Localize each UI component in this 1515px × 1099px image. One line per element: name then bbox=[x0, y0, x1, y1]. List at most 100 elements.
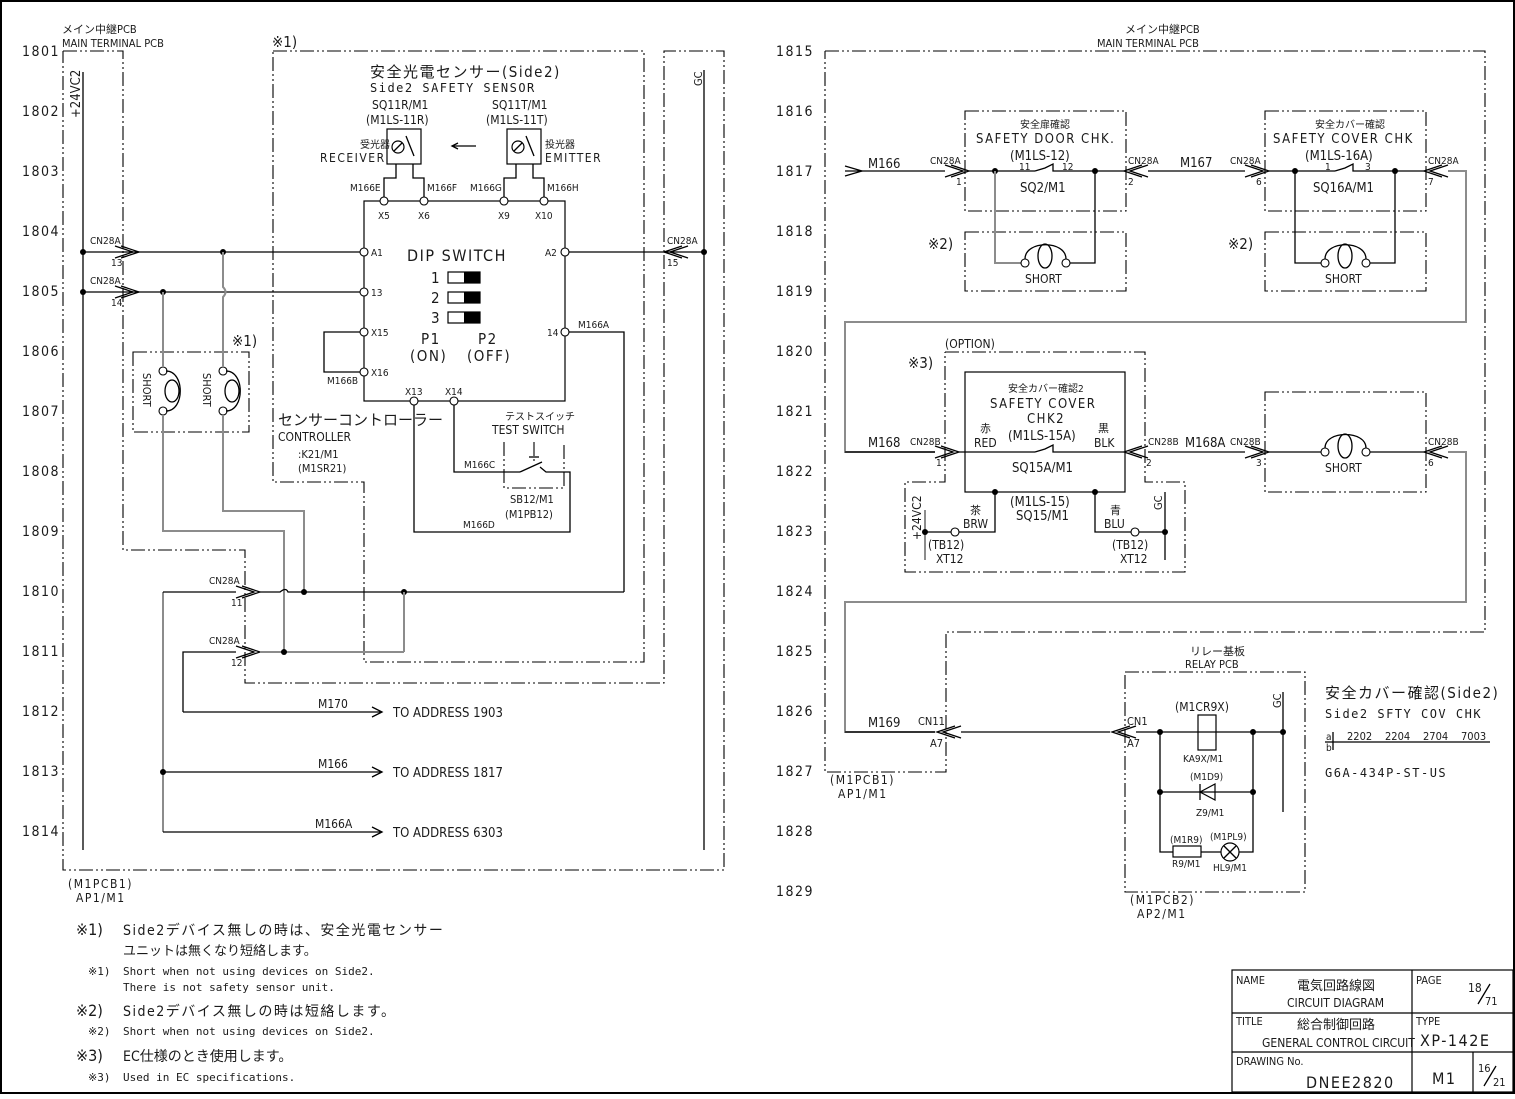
title-jp: 総合制御回路 bbox=[1297, 1017, 1375, 1033]
address-label: 1818 bbox=[776, 224, 814, 240]
svg-text:M166: M166 bbox=[318, 757, 348, 771]
safety-door-title-en: SAFETY DOOR CHK. bbox=[976, 132, 1115, 147]
main-pcb-label-jp: メイン中継PCB bbox=[62, 22, 137, 36]
svg-text:a: a bbox=[1326, 732, 1332, 743]
emitter-id: SQ11T/M1 bbox=[492, 98, 548, 112]
wire-color-blu: BLU bbox=[1104, 517, 1125, 531]
lamp-part: (M1PL9) bbox=[1210, 832, 1247, 843]
dip-p2-state: (OFF) bbox=[467, 347, 511, 365]
term-x6: X6 bbox=[418, 211, 430, 222]
wire-m166c: M166C bbox=[464, 460, 495, 471]
name-en: CIRCUIT DIAGRAM bbox=[1287, 996, 1384, 1010]
svg-text:CN28A: CN28A bbox=[930, 156, 961, 167]
contact-table: 安全カバー確認(Side2) Side2 SFTY COV CHK a b 22… bbox=[1325, 684, 1498, 780]
note3-en-text: Used in EC specifications. bbox=[123, 1071, 295, 1084]
safety-cover-box bbox=[1264, 110, 1427, 212]
contact-a-2204: 2204 bbox=[1385, 730, 1410, 743]
svg-text:A7: A7 bbox=[1127, 737, 1140, 750]
receiver-label-jp: 受光器 bbox=[360, 138, 390, 151]
svg-text:1: 1 bbox=[956, 177, 962, 188]
address-label: 1815 bbox=[776, 44, 814, 60]
safety-cover-contact bbox=[1334, 162, 1424, 172]
right-main-pcb-jp: メイン中継PCB bbox=[1125, 22, 1200, 36]
address-label: 1816 bbox=[776, 104, 814, 120]
right-main-pcb-boundary bbox=[824, 50, 1486, 773]
note1-jp-mark: ※1) bbox=[76, 920, 103, 939]
svg-text:黒: 黒 bbox=[1098, 422, 1109, 435]
note2-jp-mark: ※2) bbox=[76, 1001, 103, 1020]
svg-text:CN11: CN11 bbox=[918, 715, 945, 728]
term-x14: X14 bbox=[445, 387, 463, 398]
dip-p1-state: (ON) bbox=[410, 347, 447, 365]
emitter-label-en: EMITTER bbox=[545, 151, 602, 165]
svg-text:CN28A: CN28A bbox=[1230, 156, 1261, 167]
address-label: 1826 bbox=[776, 704, 814, 720]
connector-cn28b-3: CN28B 3 bbox=[1230, 437, 1272, 469]
svg-text:6: 6 bbox=[1428, 458, 1434, 469]
title-label: TITLE bbox=[1235, 1015, 1263, 1028]
address-label: 1804 bbox=[22, 224, 60, 240]
note1-marker: ※1) bbox=[272, 33, 297, 51]
svg-text:赤: 赤 bbox=[980, 422, 991, 435]
safety-cover2-part-a: (M1LS-15A) bbox=[1008, 429, 1076, 444]
safety-cover2-id-b: SQ15/M1 bbox=[1016, 509, 1069, 524]
door-short-jumper: SHORT bbox=[1020, 243, 1071, 286]
address-label: 1829 bbox=[776, 884, 814, 900]
address-label: 1810 bbox=[22, 584, 60, 600]
safety-door-pin-a: 11 bbox=[1019, 162, 1030, 173]
note2-en-text: Short when not using devices on Side2. bbox=[123, 1025, 375, 1038]
name-jp: 電気回路線図 bbox=[1297, 978, 1375, 994]
door-short-box bbox=[964, 231, 1127, 292]
short-box-marker: ※1) bbox=[232, 332, 257, 350]
svg-text:SHORT: SHORT bbox=[1325, 461, 1362, 475]
type-value: XP-142E bbox=[1420, 1031, 1490, 1050]
safety-cover-part: (M1LS-16A) bbox=[1305, 149, 1373, 164]
address-label: 1806 bbox=[22, 344, 60, 360]
wire-color-red: RED bbox=[974, 436, 997, 450]
safety-cover-pin-a: 1 bbox=[1325, 162, 1331, 173]
relay-part-number: G6A-434P-ST-US bbox=[1325, 766, 1447, 780]
tb12-right: (TB12) bbox=[1112, 538, 1148, 552]
note1-jp-text2: ユニットは無くなり短絡します。 bbox=[123, 943, 317, 959]
term-x13: X13 bbox=[405, 387, 423, 398]
safety-cover2-id-a: SQ15A/M1 bbox=[1012, 461, 1073, 476]
pcb2-ref: (M1PCB2) bbox=[1130, 893, 1195, 907]
address-label: 1803 bbox=[22, 164, 60, 180]
right-pcb1-ref: (M1PCB1) bbox=[830, 773, 895, 787]
address-label: 1801 bbox=[22, 44, 60, 60]
safety-door-part: (M1LS-12) bbox=[1010, 149, 1070, 164]
address-label: 1822 bbox=[776, 464, 814, 480]
photo-emitter-icon bbox=[511, 140, 525, 154]
address-label: 1817 bbox=[776, 164, 814, 180]
wire-m166b: M166B bbox=[327, 376, 358, 387]
address-label: 1825 bbox=[776, 644, 814, 660]
svg-text:TO ADDRESS 1817: TO ADDRESS 1817 bbox=[392, 766, 503, 781]
connector-cn28a-2: CN28A 2 bbox=[1121, 156, 1159, 188]
svg-text:青: 青 bbox=[1110, 504, 1121, 517]
contact-a-2704: 2704 bbox=[1423, 730, 1448, 743]
controller-id: :K21/M1 bbox=[298, 448, 339, 461]
address-label: 1828 bbox=[776, 824, 814, 840]
pcb1-id: AP1/M1 bbox=[76, 891, 126, 905]
output-m166: M166 TO ADDRESS 1817 bbox=[160, 757, 503, 781]
svg-text:b: b bbox=[1326, 743, 1332, 754]
note3-jp-text: EC仕様のとき使用します。 bbox=[123, 1048, 292, 1065]
test-switch-id: SB12/M1 bbox=[510, 493, 554, 506]
wire-m166f: M166F bbox=[427, 183, 457, 194]
wire-m166-in: M166 bbox=[868, 157, 900, 172]
term-a1: A1 bbox=[371, 248, 383, 259]
controller-name-en: CONTROLLER bbox=[278, 430, 352, 444]
drawing-label: DRAWING No. bbox=[1236, 1055, 1304, 1068]
contact-table-title-en: Side2 SFTY COV CHK bbox=[1325, 707, 1482, 721]
cn28b-short-box bbox=[1264, 391, 1427, 493]
connector-cn28a-7: CN28A 7 bbox=[1421, 156, 1459, 188]
test-switch-contact bbox=[519, 461, 543, 473]
option-marker: ※3) bbox=[908, 354, 933, 372]
relay-pcb-title-jp: リレー基板 bbox=[1190, 644, 1245, 658]
safety-cover-pin-b: 3 bbox=[1365, 162, 1371, 173]
svg-text:12: 12 bbox=[231, 658, 242, 669]
rail-24vc2-label: +24VC2 bbox=[69, 70, 84, 118]
address-label: 1808 bbox=[22, 464, 60, 480]
short-jumper-1: SHORT bbox=[140, 366, 181, 416]
